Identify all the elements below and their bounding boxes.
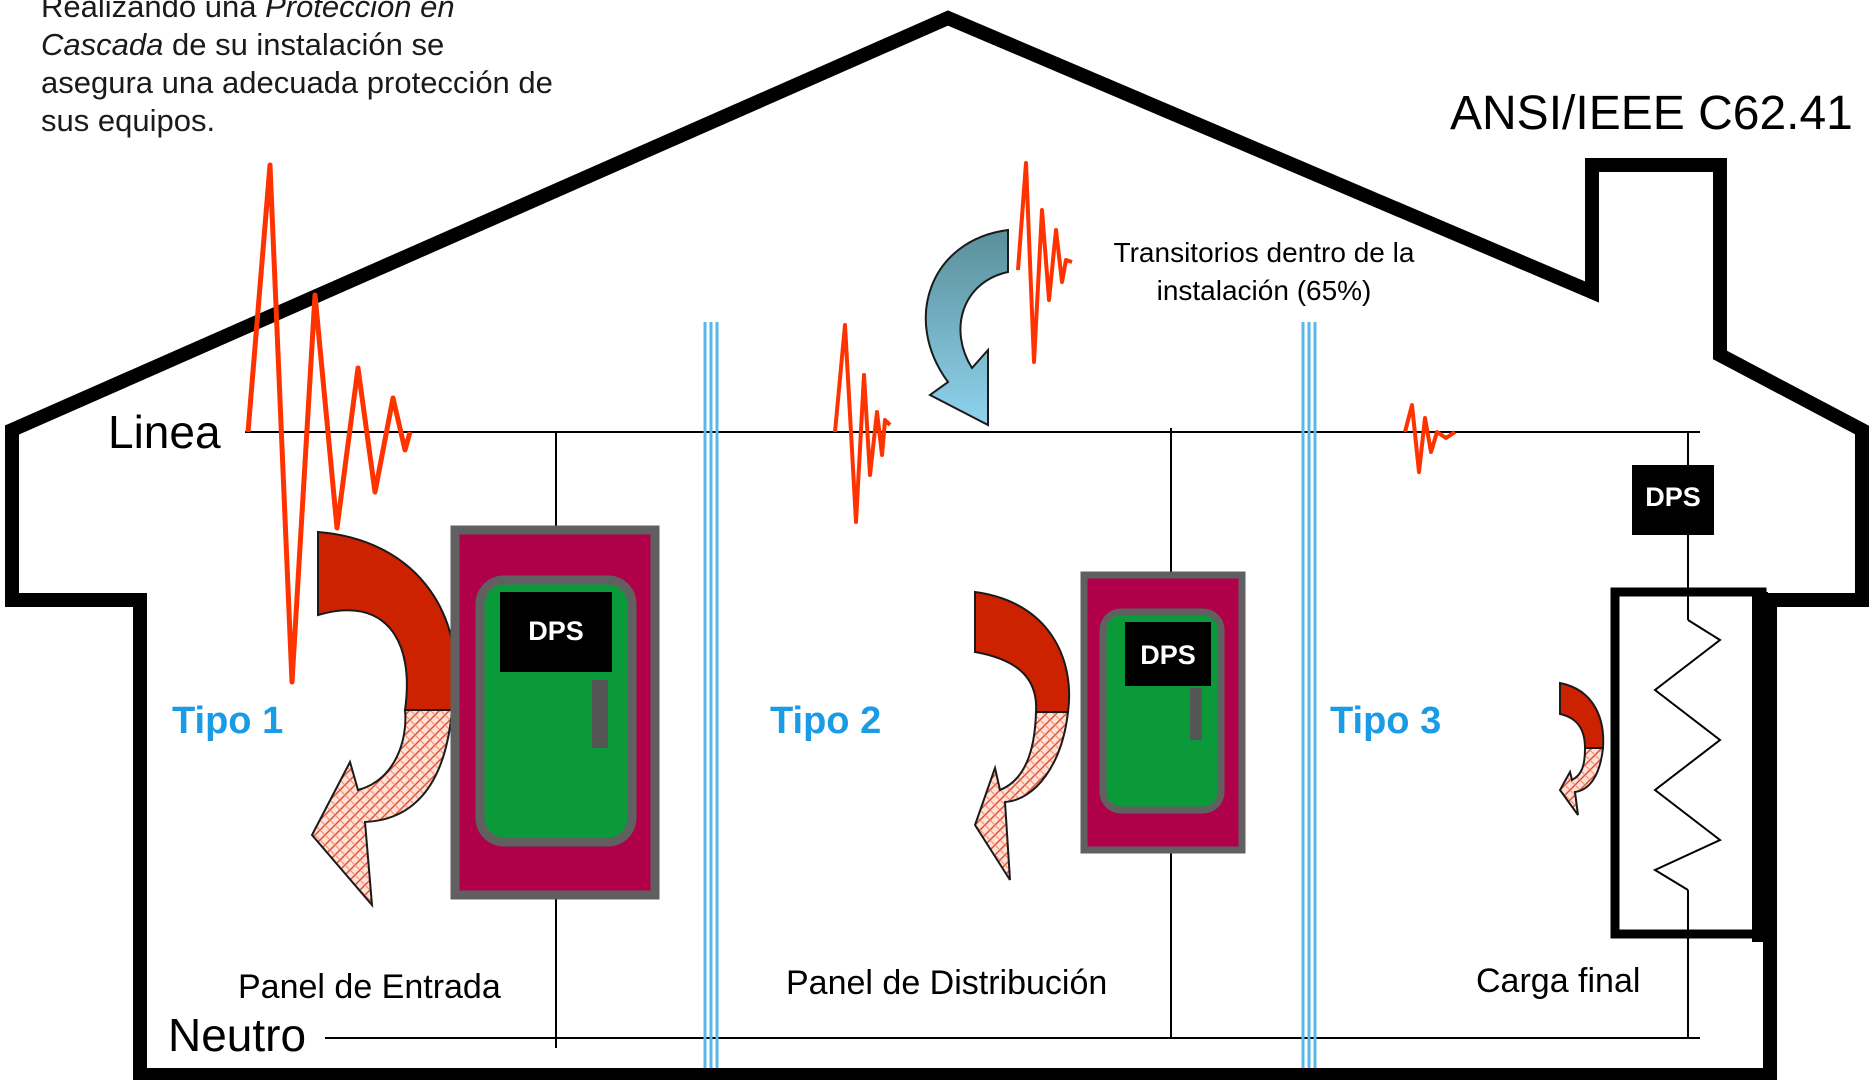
surge-wave-small [1403, 403, 1457, 474]
entry-panel-dps-box [500, 592, 612, 672]
intro-line-1-emphasis: Protección en [265, 0, 455, 24]
line-label: Linea [108, 406, 221, 458]
type-2-label: Tipo 2 [770, 700, 882, 742]
entry-panel-dps-label: DPS [528, 616, 584, 646]
final-load-dps-label: DPS [1645, 482, 1701, 512]
type-1-ground-arrow [310, 709, 454, 909]
internal-transient-arrow [924, 228, 1009, 427]
surge-wave-large [245, 162, 413, 685]
type-2-diversion-arrow [974, 590, 1071, 713]
surge-wave-internal [1016, 161, 1073, 364]
distribution-panel-label: Panel de Distribución [786, 964, 1108, 1002]
intro-line-2: de su instalación se [163, 27, 445, 62]
entry-panel-label: Panel de Entrada [238, 968, 501, 1006]
distribution-panel-dps-label: DPS [1140, 640, 1196, 670]
transients-note: Transitorios dentro de la instalación (6… [1085, 234, 1443, 310]
final-load-dps-box [1632, 465, 1714, 535]
distribution-panel [1080, 571, 1246, 854]
type-3-diversion-arrow [1559, 681, 1605, 749]
surge-wave-medium [833, 323, 892, 524]
type-1-label: Tipo 1 [172, 700, 284, 742]
transients-note-line-2: instalación (65%) [1156, 275, 1372, 306]
type-3-ground-arrow [1558, 747, 1605, 816]
intro-line-2-emphasis: Cascada [41, 27, 164, 62]
zone-divider-2 [1301, 322, 1317, 1068]
type-1-diversion-arrow [317, 530, 457, 711]
distribution-panel-handle [1190, 688, 1202, 740]
entry-panel-handle [592, 680, 608, 748]
intro-line-3: asegura una adecuada protección de [41, 65, 553, 100]
entry-panel [450, 525, 660, 900]
final-load [1610, 465, 1768, 942]
intro-line-1: Realizando una [41, 0, 266, 24]
neutral-label: Neutro [168, 1009, 307, 1061]
intro-paragraph: Realizando una Protección en Cascada de … [41, 0, 601, 140]
house-outline [4, 10, 1869, 1080]
type-3-label: Tipo 3 [1330, 700, 1442, 742]
final-load-label: Carga final [1476, 962, 1641, 1000]
type-2-ground-arrow [973, 711, 1070, 881]
zone-divider-1 [703, 322, 719, 1068]
intro-line-4: sus equipos. [41, 103, 216, 138]
transients-note-line-1: Transitorios dentro de la [1113, 237, 1415, 268]
load-resistor [1652, 619, 1722, 891]
standard-label: ANSI/IEEE C62.41 [1450, 87, 1853, 140]
distribution-panel-dps-box [1125, 622, 1211, 686]
